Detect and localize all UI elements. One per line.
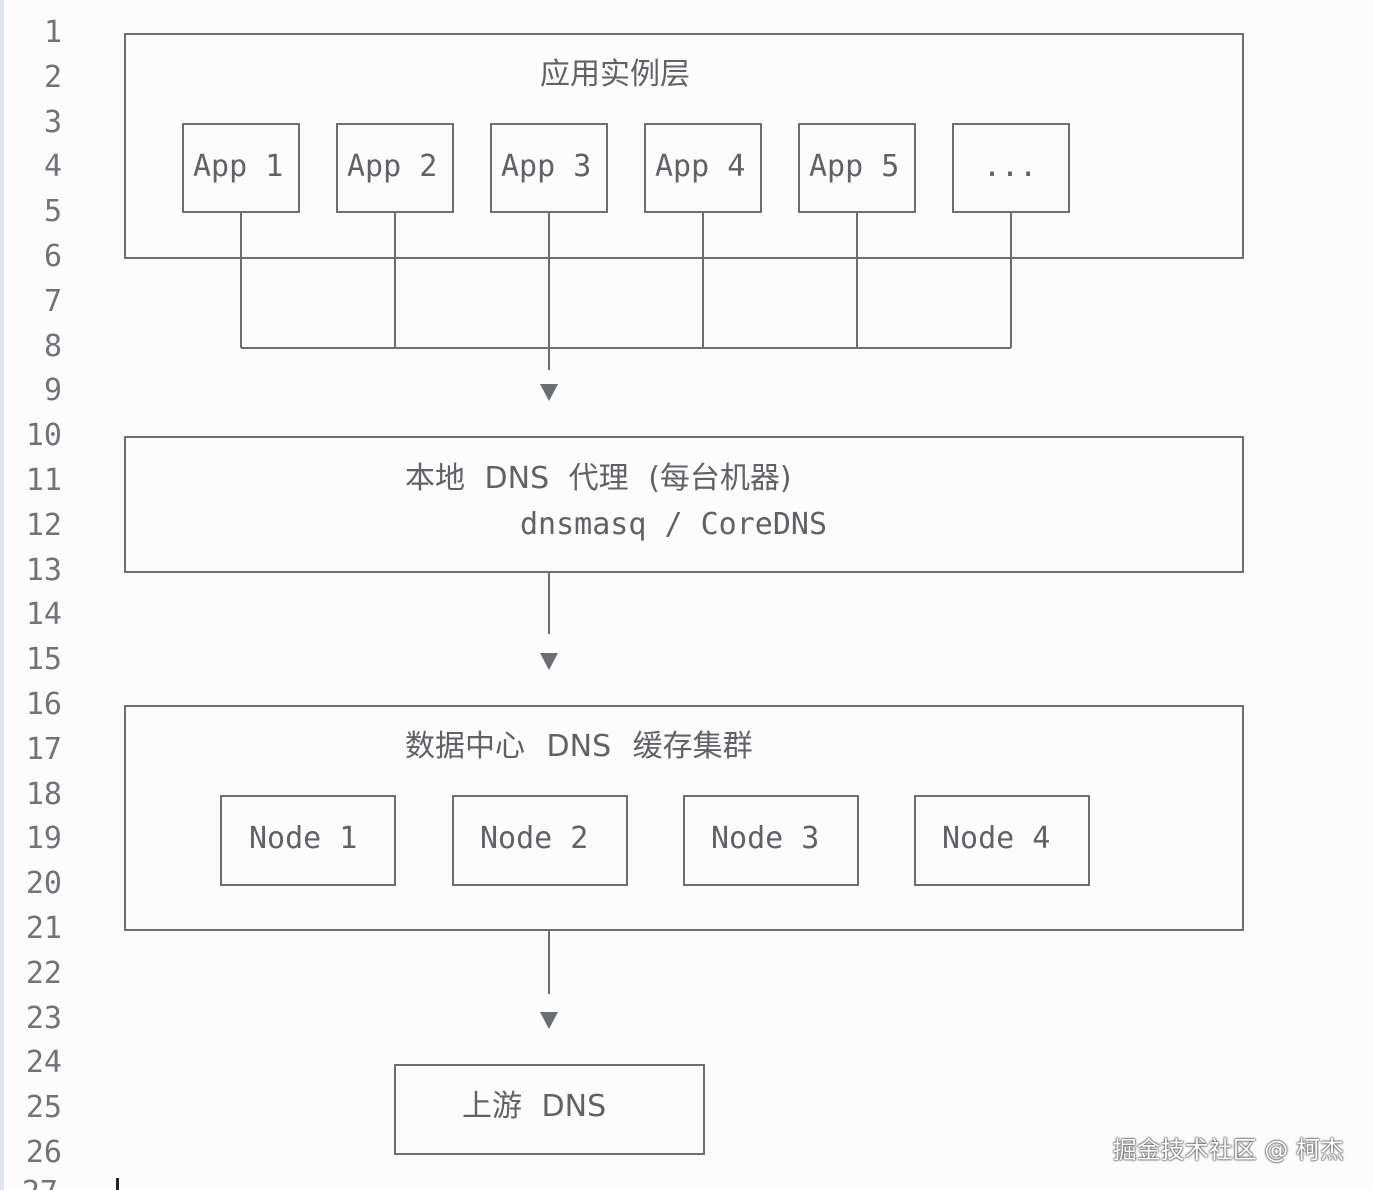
line-number: 20 [25,866,62,902]
line-number: 13 [25,552,62,588]
line-number: 12 [25,507,62,543]
line-number: 22 [25,955,62,991]
node-box-label: Node 2 [480,821,589,856]
line-number: 19 [25,821,62,857]
arrow-down-icon [540,1012,558,1029]
local-proxy-box [124,436,1244,573]
node-box [452,795,628,886]
node-box-label: Node 1 [249,821,358,856]
app-box-label: App 5 [809,149,900,184]
line-number: 2 [43,59,62,95]
local-proxy-subtitle: dnsmasq / CoreDNS [520,507,828,542]
node-box [220,795,396,886]
line-number: 1 [43,15,62,50]
dc-cache-title: 数据中心 DNS 缓存集群 [405,729,753,764]
arrow-down-icon [540,384,558,401]
dc-cache-box [124,705,1244,931]
line-number: 18 [25,776,62,812]
line-number-partial: 27 [0,1178,58,1190]
line-number: 8 [43,328,62,364]
app-layer-title: 应用实例层 [540,57,690,92]
watermark: 掘金技术社区 @ 柯杰 [1112,1136,1344,1164]
line-number: 3 [43,104,62,140]
line-number: 10 [25,418,62,454]
app-box-label: App 1 [193,149,284,184]
node-box [914,795,1090,886]
arrow-down-icon [540,653,558,670]
text-cursor [116,1178,119,1190]
local-proxy-title: 本地 DNS 代理 (每台机器) [405,461,792,496]
app-box-label: ... [983,149,1038,184]
line-number: 16 [25,687,62,722]
line-number: 5 [43,194,62,230]
line-number: 6 [43,239,62,274]
line-number: 15 [25,642,62,678]
app-box-label: App 2 [347,149,438,184]
line-number: 4 [43,149,62,185]
upstream-box [394,1064,705,1155]
node-box-label: Node 3 [711,821,820,856]
upstream-title: 上游 DNS [462,1089,607,1124]
line-number: 26 [25,1135,62,1170]
line-number: 7 [43,283,62,319]
node-box [683,795,859,886]
line-number: 23 [25,1000,62,1036]
line-number: 21 [25,911,62,946]
line-number: 25 [25,1090,62,1126]
app-layer-box [124,33,1244,259]
node-box-label: Node 4 [942,821,1051,856]
app-box-label: App 3 [501,149,592,184]
line-number: 11 [25,463,62,498]
line-number: 9 [43,373,62,409]
line-number: 24 [25,1045,62,1081]
line-number: 17 [25,731,62,767]
line-number: 14 [25,597,62,633]
app-box-label: App 4 [655,149,746,184]
